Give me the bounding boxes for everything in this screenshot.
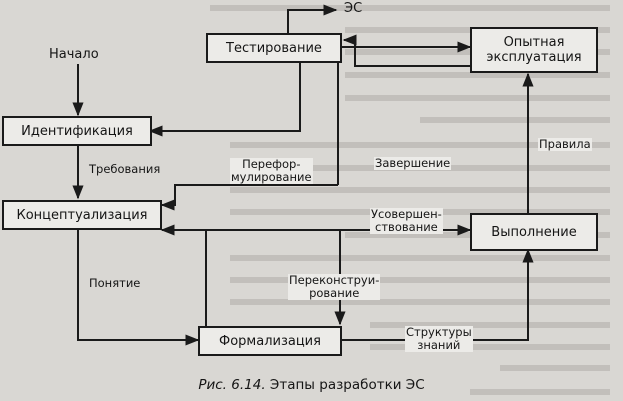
arrow-conceptualization-to-formalization xyxy=(77,228,200,346)
arrow-formalization-to-conceptualization xyxy=(162,229,207,326)
figure-number: Рис. 6.14. xyxy=(198,377,266,393)
figure-title: Этапы разработки ЭС xyxy=(269,377,425,393)
label-start: Начало xyxy=(49,47,99,62)
arrow-completion-to-testing xyxy=(342,34,470,67)
box-experimental-operation: Опытная эксплуатация xyxy=(470,27,598,73)
label-reformulation: Перефор- мулирование xyxy=(230,157,313,184)
box-formalization-label: Формализация xyxy=(219,333,321,349)
box-testing: Тестирование xyxy=(206,33,342,63)
label-improvement: Усовершен- ствование xyxy=(370,207,443,234)
arrow-testing-to-conceptualization xyxy=(160,184,338,211)
box-execution: Выполнение xyxy=(470,213,598,251)
label-completion: Завершение xyxy=(374,156,452,170)
box-conceptualization: Концептуализация xyxy=(2,200,162,230)
arrow-formalization-to-execution xyxy=(342,248,534,341)
label-concept: Понятие xyxy=(89,276,141,290)
label-structures: Структуры знаний xyxy=(405,325,473,352)
arrow-testing-to-es xyxy=(287,4,338,34)
box-identification-label: Идентификация xyxy=(21,123,133,139)
label-es: ЭС xyxy=(344,1,363,16)
box-formalization: Формализация xyxy=(198,326,342,356)
box-conceptualization-label: Концептуализация xyxy=(16,207,148,223)
label-requirements: Требования xyxy=(89,162,161,176)
arrow-testing-to-identification xyxy=(148,60,301,137)
label-rules: Правила xyxy=(538,137,592,151)
box-identification: Идентификация xyxy=(2,116,152,146)
figure-caption: Рис. 6.14. Этапы разработки ЭС xyxy=(0,377,623,393)
box-testing-label: Тестирование xyxy=(226,40,322,56)
label-reconstruction: Переконструи- рование xyxy=(288,273,381,300)
box-experimental-label: Опытная эксплуатация xyxy=(486,35,582,65)
box-execution-label: Выполнение xyxy=(491,224,577,240)
